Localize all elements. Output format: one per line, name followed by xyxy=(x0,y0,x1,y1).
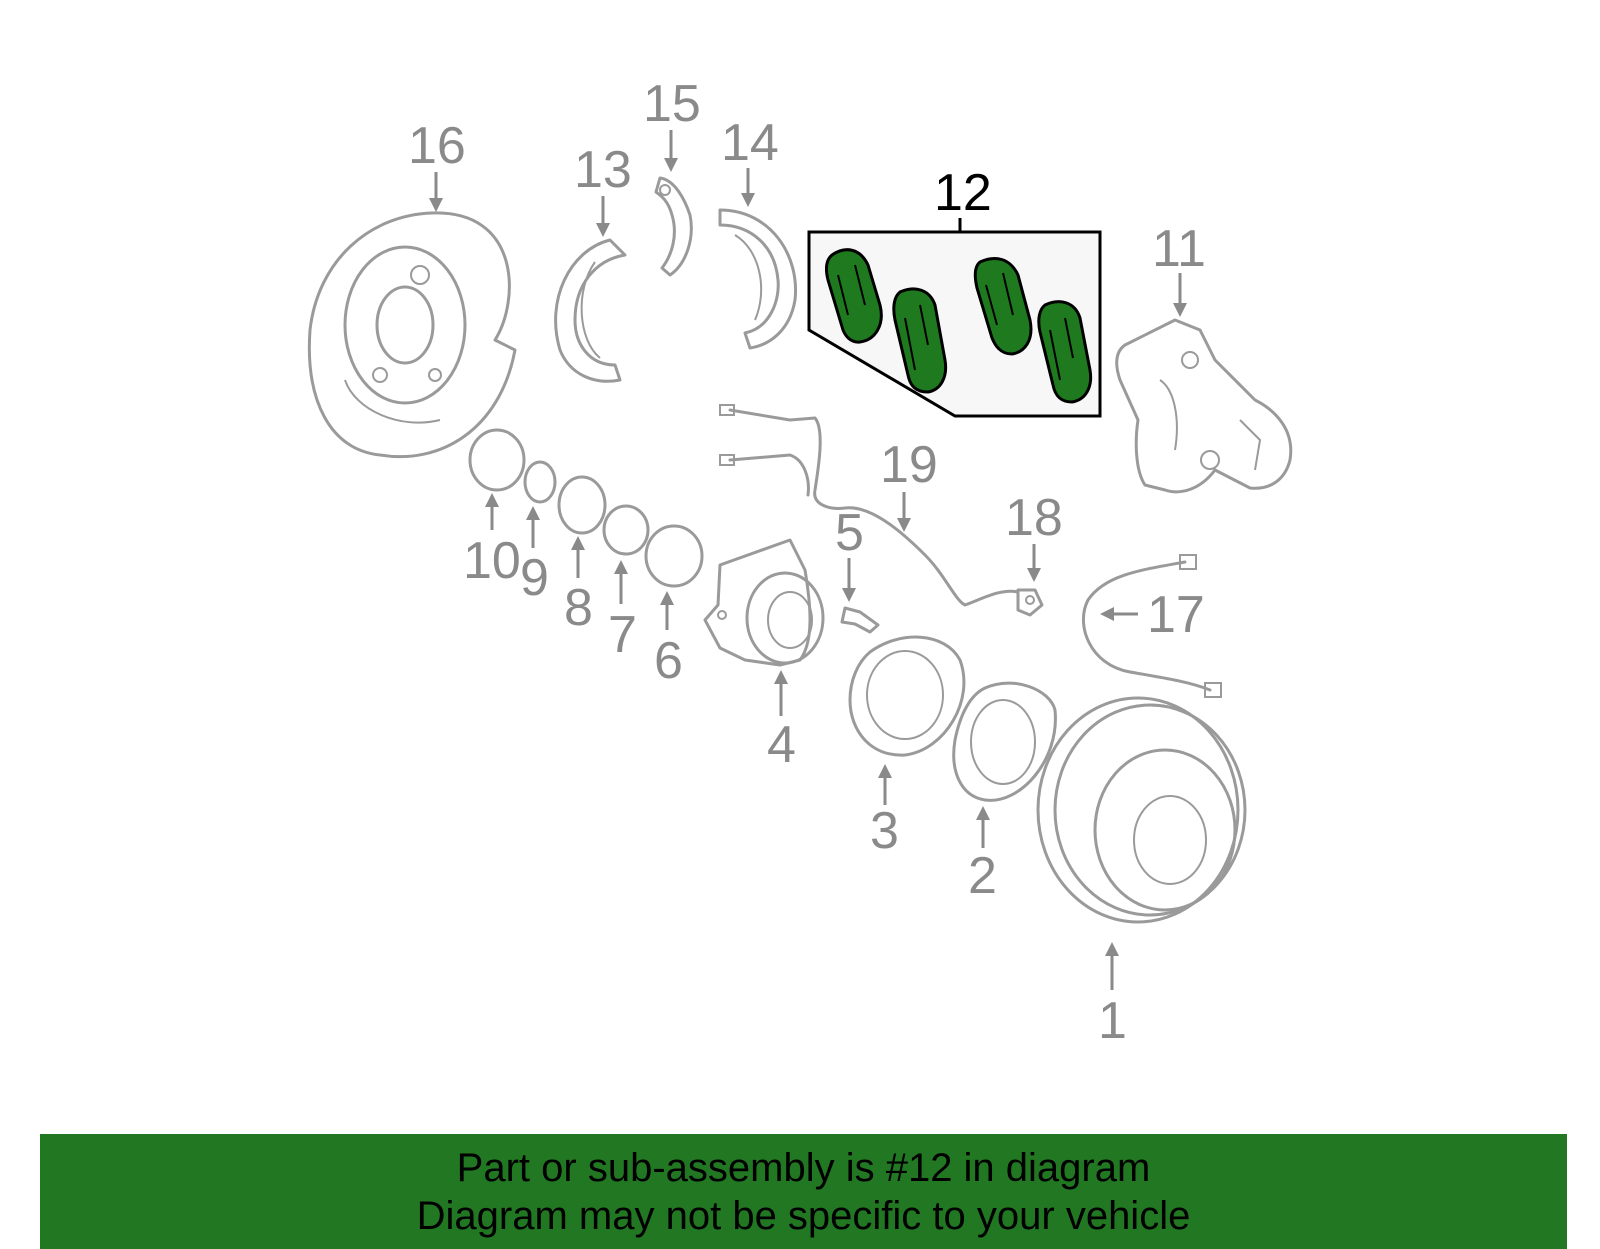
part-3-dust-shield[interactable] xyxy=(848,635,966,757)
callout-5: 5 xyxy=(835,504,864,562)
part-8-ring[interactable] xyxy=(557,475,607,535)
part-11-caliper[interactable] xyxy=(1115,318,1293,494)
info-banner: Part or sub-assembly is #12 in diagram D… xyxy=(40,1134,1567,1249)
callout-7: 7 xyxy=(608,606,637,664)
callout-18: 18 xyxy=(1005,489,1063,547)
callout-8: 8 xyxy=(564,579,593,637)
callout-4: 4 xyxy=(767,716,796,774)
callout-15: 15 xyxy=(643,75,701,133)
part-6-ring[interactable] xyxy=(644,524,704,588)
callout-1: 1 xyxy=(1098,992,1127,1050)
callout-14: 14 xyxy=(721,114,779,172)
callout-6: 6 xyxy=(654,632,683,690)
part-17-brake-hose[interactable] xyxy=(1082,554,1222,698)
part-4-hub-bearing[interactable] xyxy=(703,538,825,667)
part-16-backing-plate[interactable] xyxy=(307,211,517,459)
callout-3: 3 xyxy=(870,802,899,860)
callout-12: 12 xyxy=(934,164,992,222)
part-9-ring[interactable] xyxy=(523,460,557,504)
callout-11: 11 xyxy=(1152,220,1206,278)
banner-line-2: Diagram may not be specific to your vehi… xyxy=(416,1193,1191,1238)
callout-19: 19 xyxy=(880,436,938,494)
callout-16: 16 xyxy=(408,117,466,175)
part-7-ring[interactable] xyxy=(602,504,650,556)
part-13-brake-shoe[interactable] xyxy=(554,238,627,383)
part-5-bolt[interactable] xyxy=(840,606,880,634)
callout-13: 13 xyxy=(574,141,632,199)
part-14-brake-shoe[interactable] xyxy=(718,208,798,350)
part-18-sensor[interactable] xyxy=(1016,588,1044,617)
part-19-abs-sensor-wire[interactable] xyxy=(719,404,1020,607)
callout-10: 10 xyxy=(463,532,521,590)
part-2-gasket[interactable] xyxy=(952,681,1057,802)
part-15-spring[interactable] xyxy=(654,176,693,277)
part-12-brake-pad-set[interactable] xyxy=(807,218,1102,418)
callout-9: 9 xyxy=(520,549,549,607)
part-1-rotor[interactable] xyxy=(1036,696,1247,924)
part-10-ring[interactable] xyxy=(468,428,526,492)
callout-2: 2 xyxy=(968,847,997,905)
banner-line-1: Part or sub-assembly is #12 in diagram xyxy=(456,1145,1151,1190)
callout-17: 17 xyxy=(1147,586,1205,644)
callout-arrows xyxy=(429,130,1187,990)
